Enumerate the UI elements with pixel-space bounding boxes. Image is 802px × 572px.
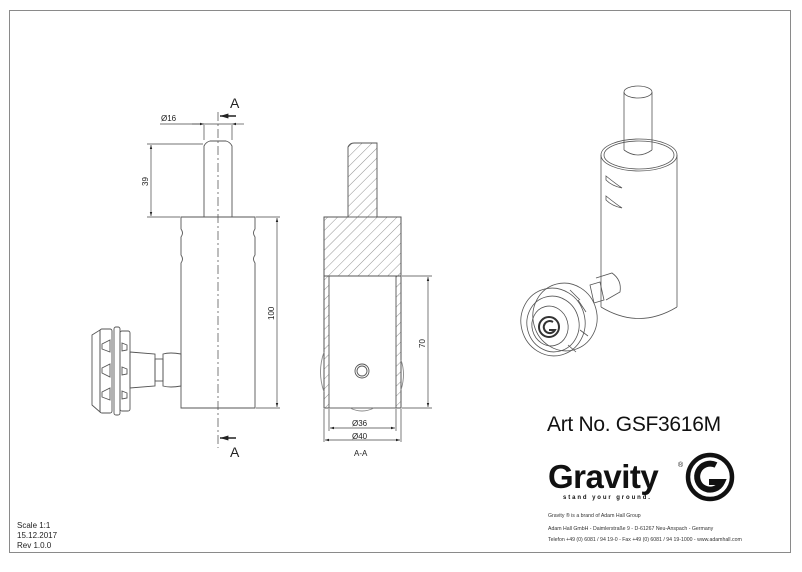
dim-inner-diameter: Ø36 bbox=[352, 419, 368, 428]
dim-bore-depth: 70 bbox=[418, 339, 427, 348]
knob-grips bbox=[101, 339, 111, 401]
isometric-view bbox=[520, 85, 678, 357]
dim-outer-diameter: Ø40 bbox=[352, 432, 368, 441]
front-dimensions bbox=[147, 113, 280, 441]
knob-ring-3 bbox=[119, 330, 131, 412]
knob-collar bbox=[129, 351, 156, 389]
front-dimension-text: Ø16 39 100 A A bbox=[141, 95, 276, 460]
scale-label: Scale 1:1 bbox=[17, 521, 51, 530]
dim-pin-diameter: Ø16 bbox=[161, 114, 177, 123]
dim-body-length: 100 bbox=[267, 306, 276, 320]
dim-pin-length: 39 bbox=[141, 177, 150, 186]
sheet-border bbox=[9, 10, 791, 553]
section-dimensions bbox=[323, 275, 432, 442]
front-view bbox=[91, 112, 256, 448]
gravity-g-logo-icon bbox=[685, 452, 735, 502]
pin-outline bbox=[203, 140, 233, 217]
section-wall-right bbox=[395, 275, 402, 409]
bolt-hole-outer bbox=[354, 363, 370, 379]
section-outline bbox=[323, 216, 402, 409]
section-view bbox=[320, 142, 404, 412]
date-label: 15.12.2017 bbox=[17, 531, 58, 540]
logo-tagline: stand your ground. bbox=[563, 495, 652, 501]
gravity-logo: Gravity ® stand your ground. bbox=[548, 452, 735, 502]
section-marker-top: A bbox=[230, 95, 240, 111]
company-line-1: Gravity ® is a brand of Adam Hall Group bbox=[548, 513, 641, 519]
knob-boss bbox=[162, 352, 182, 388]
section-title: A-A bbox=[354, 449, 368, 458]
knob-grips-small bbox=[121, 342, 128, 400]
section-marker-bottom: A bbox=[230, 444, 240, 460]
body-outline bbox=[180, 216, 256, 409]
knob-rim-left bbox=[91, 329, 101, 413]
section-wall-left bbox=[323, 275, 330, 409]
knob-neck bbox=[154, 358, 164, 382]
bolt-hole-inner bbox=[356, 365, 368, 377]
section-solid-hatch bbox=[323, 142, 402, 277]
logo-registered-mark: ® bbox=[678, 461, 684, 469]
knob-ring-1 bbox=[99, 328, 113, 414]
company-line-2: Adam Hall GmbH - Daimlerstraße 9 - D-612… bbox=[548, 526, 714, 532]
company-line-3: Telefon +49 (0) 6081 / 94 19-0 - Fax +49… bbox=[548, 537, 742, 543]
logo-wordmark: Gravity bbox=[548, 458, 659, 495]
knob-ring-2 bbox=[113, 326, 121, 416]
article-number: Art No. GSF3616M bbox=[547, 413, 721, 436]
revision-label: Rev 1.0.0 bbox=[17, 541, 52, 550]
isometric-g-emblem bbox=[538, 316, 560, 338]
section-dimension-text: 70 Ø36 Ø40 A-A bbox=[352, 339, 427, 458]
